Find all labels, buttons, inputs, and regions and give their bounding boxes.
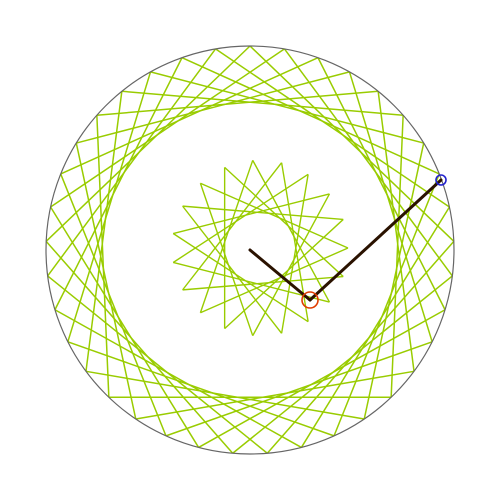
string-line bbox=[49, 206, 200, 448]
string-line bbox=[75, 142, 137, 420]
string-line bbox=[67, 71, 152, 343]
inner-string-line bbox=[252, 193, 331, 337]
string-line bbox=[317, 57, 446, 311]
inner-string-line bbox=[224, 218, 344, 330]
string-line bbox=[85, 91, 123, 372]
string-line bbox=[45, 45, 251, 242]
outer-marker[interactable] bbox=[435, 174, 447, 186]
outer-arm bbox=[308, 178, 443, 302]
string-line bbox=[50, 48, 285, 208]
string-line bbox=[198, 309, 446, 449]
string-line bbox=[47, 48, 217, 277]
string-line bbox=[67, 341, 335, 437]
string-line bbox=[54, 57, 183, 311]
string-line bbox=[121, 90, 404, 116]
string-line bbox=[96, 115, 110, 398]
string-line bbox=[165, 341, 433, 437]
string-line bbox=[85, 370, 365, 420]
string-line bbox=[45, 240, 234, 454]
arm-linkage bbox=[248, 174, 447, 309]
string-pattern bbox=[45, 45, 455, 454]
string-line bbox=[348, 71, 433, 343]
string-line bbox=[249, 45, 455, 242]
string-line bbox=[47, 275, 268, 454]
string-line bbox=[215, 48, 450, 208]
string-line bbox=[96, 90, 379, 116]
inner-string-line bbox=[280, 174, 309, 334]
string-line bbox=[181, 56, 440, 175]
string-line bbox=[333, 173, 440, 437]
string-line bbox=[232, 275, 453, 454]
string-line bbox=[150, 71, 424, 144]
string-line bbox=[363, 142, 425, 420]
outer-circle bbox=[45, 45, 455, 455]
inner-string-line bbox=[252, 159, 331, 303]
string-line bbox=[60, 56, 319, 175]
string-line bbox=[390, 115, 404, 398]
string-line bbox=[377, 91, 415, 372]
string-line bbox=[135, 370, 415, 420]
inner-string-line bbox=[224, 166, 344, 278]
string-line bbox=[54, 309, 302, 449]
string-line bbox=[266, 240, 455, 454]
string-line bbox=[76, 71, 350, 144]
string-line bbox=[60, 173, 167, 437]
string-line bbox=[300, 206, 451, 448]
joint-marker[interactable] bbox=[301, 291, 319, 309]
inner-arm bbox=[248, 248, 312, 302]
string-line bbox=[283, 48, 453, 277]
